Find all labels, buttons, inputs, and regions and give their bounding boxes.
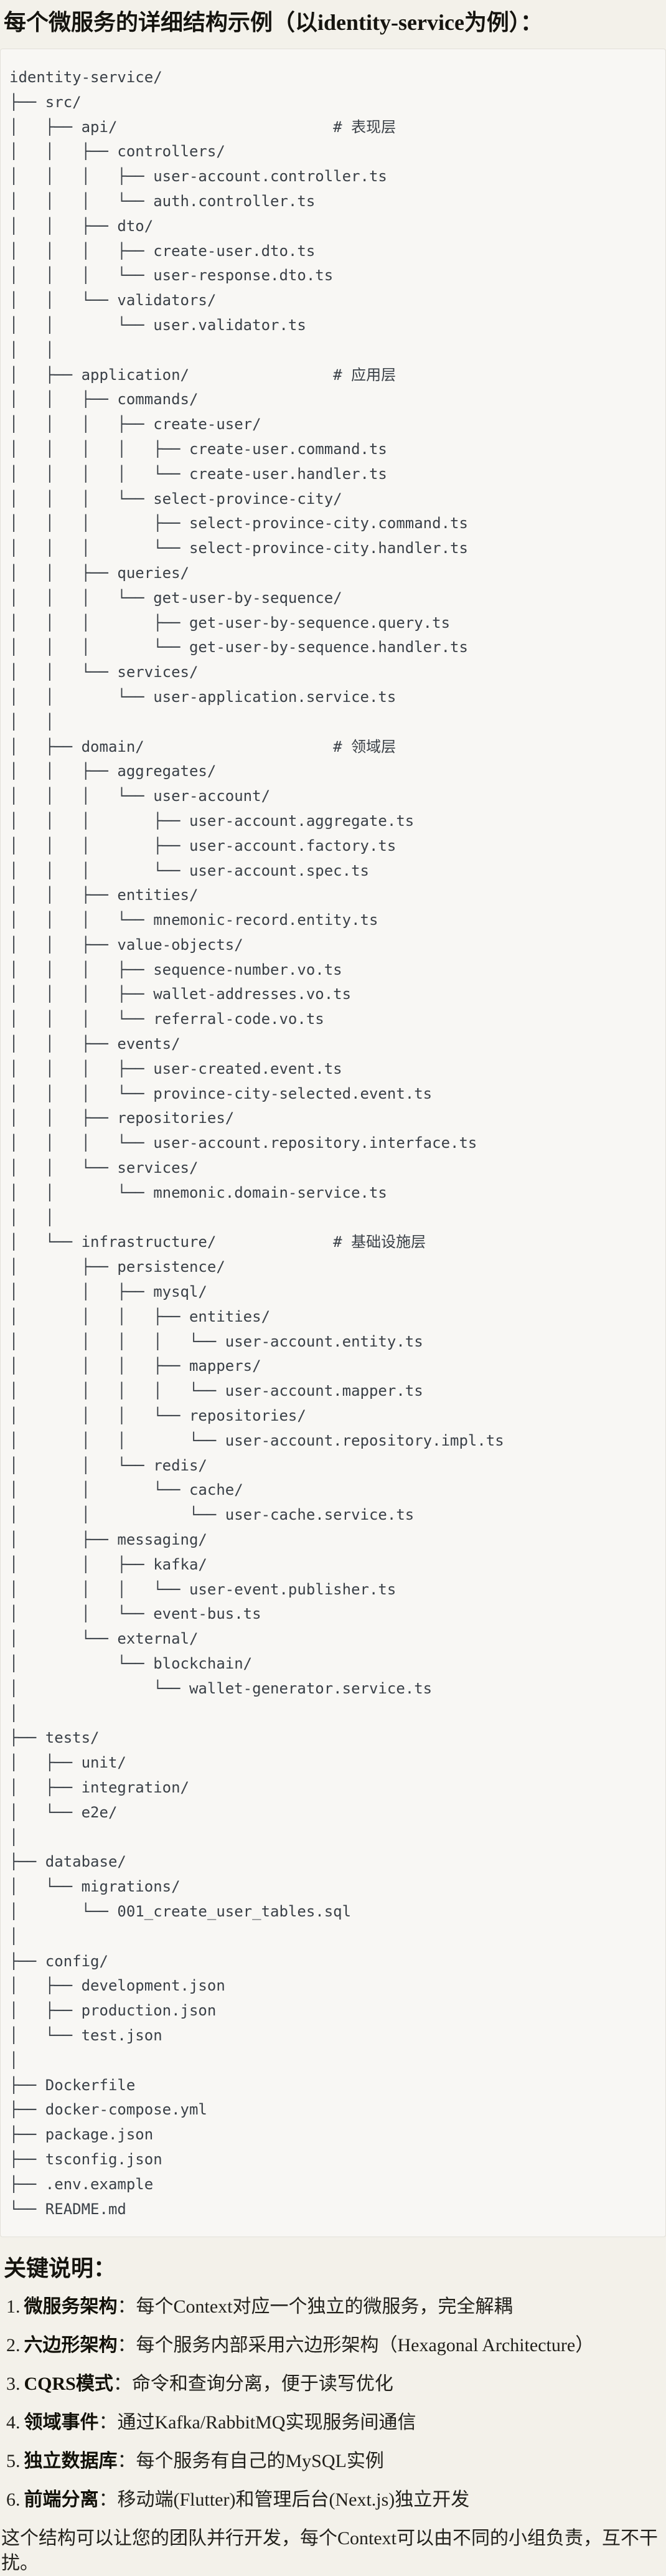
closing-paragraph: 这个结构可以让您的团队并行开发，每个Context可以由不同的小组负责，互不干扰…	[1, 2528, 658, 2574]
note-text: ：移动端(Flutter)和管理后台(Next.js)独立开发	[98, 2489, 470, 2511]
note-label: 前端分离	[24, 2489, 99, 2511]
note-number: 4.	[6, 2412, 21, 2433]
note-number: 1.	[6, 2296, 21, 2318]
note-item: 4.领域事件：通过Kafka/RabbitMQ实现服务间通信	[6, 2410, 666, 2435]
note-number: 2.	[6, 2335, 21, 2356]
note-text: ：每个Context对应一个独立的微服务，完全解耦	[117, 2296, 513, 2318]
note-label: 微服务架构	[24, 2296, 118, 2318]
note-text: ：每个服务有自己的MySQL实例	[117, 2451, 384, 2472]
note-label: 领域事件	[24, 2412, 99, 2433]
note-number: 6.	[6, 2489, 21, 2511]
note-item: 1.微服务架构：每个Context对应一个独立的微服务，完全解耦	[6, 2294, 666, 2319]
directory-tree-block: identity-service/ ├── src/ │ ├── api/ # …	[0, 49, 666, 2238]
note-item: 6.前端分离：移动端(Flutter)和管理后台(Next.js)独立开发	[6, 2488, 666, 2512]
note-text: ：命令和查询分离，便于读写优化	[113, 2374, 393, 2395]
note-number: 5.	[6, 2451, 21, 2472]
note-item: 5.独立数据库：每个服务有自己的MySQL实例	[6, 2449, 666, 2474]
directory-tree: identity-service/ ├── src/ │ ├── api/ # …	[9, 69, 504, 2218]
note-label: CQRS模式	[24, 2374, 113, 2395]
note-item: 3.CQRS模式：命令和查询分离，便于读写优化	[6, 2372, 666, 2397]
page-title: 每个微服务的详细结构示例（以identity-service为例）：	[4, 10, 543, 35]
note-number: 3.	[6, 2374, 21, 2395]
note-item: 2.六边形架构：每个服务内部采用六边形架构（Hexagonal Architec…	[6, 2333, 666, 2358]
notes-heading: 关键说明：	[4, 2256, 116, 2281]
note-label: 六边形架构	[24, 2335, 118, 2356]
note-text: ：通过Kafka/RabbitMQ实现服务间通信	[98, 2412, 416, 2433]
note-label: 独立数据库	[24, 2451, 118, 2472]
note-text: ：每个服务内部采用六边形架构（Hexagonal Architecture）	[117, 2335, 594, 2356]
